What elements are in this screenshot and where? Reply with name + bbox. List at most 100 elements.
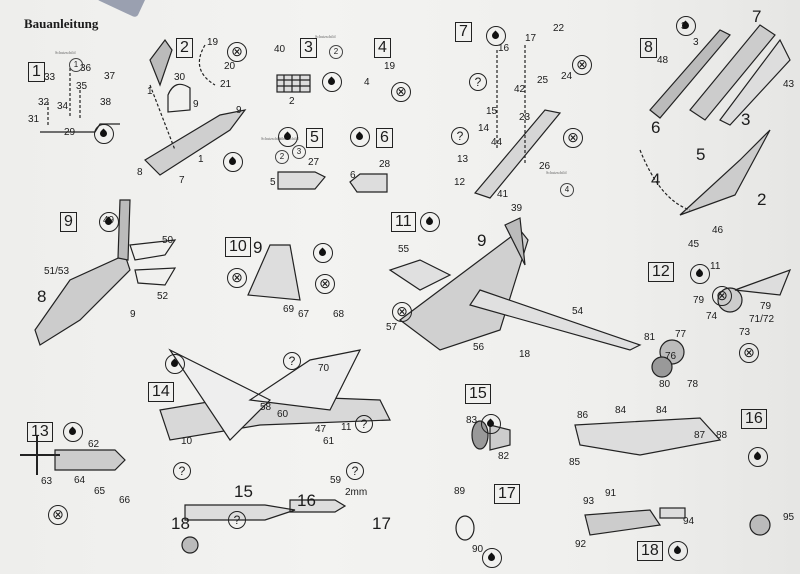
part-number: 39 bbox=[511, 203, 523, 214]
step-number-10: 10 bbox=[225, 237, 251, 257]
paint-drop-icon bbox=[99, 212, 119, 232]
question-icon: ? bbox=[346, 462, 364, 480]
part-number: 79 bbox=[693, 295, 705, 306]
part-number: 4 bbox=[651, 170, 661, 189]
no-glue-icon: ⊗ bbox=[315, 274, 335, 294]
part-number: 91 bbox=[605, 488, 617, 499]
paint-drop-icon bbox=[94, 124, 114, 144]
part-number: 9 bbox=[236, 105, 242, 116]
step-number-15: 15 bbox=[465, 384, 491, 404]
part-number: 21 bbox=[220, 79, 232, 90]
part-number: 23 bbox=[519, 112, 531, 123]
part-number: 58 bbox=[260, 402, 272, 413]
paint-drop-icon bbox=[63, 422, 83, 442]
part-number: 32 bbox=[38, 97, 50, 108]
part-number: 74 bbox=[706, 311, 718, 322]
part-number: 88 bbox=[716, 430, 728, 441]
part-number: 42 bbox=[514, 84, 526, 95]
shield-label: Schutzschild bbox=[261, 136, 282, 141]
step5-drawing bbox=[277, 171, 326, 190]
step18-drawing bbox=[584, 507, 771, 536]
part-number: 48 bbox=[657, 55, 669, 66]
part-number: 37 bbox=[104, 71, 116, 82]
part-number: 45 bbox=[688, 239, 700, 250]
no-glue-icon: ⊗ bbox=[563, 128, 583, 148]
part-number: 43 bbox=[783, 79, 795, 90]
part-number: 86 bbox=[577, 410, 589, 421]
shield-number: 4 bbox=[560, 183, 574, 197]
step-number-8: 8 bbox=[640, 38, 657, 58]
part-number: 80 bbox=[659, 379, 671, 390]
part-number: 14 bbox=[478, 123, 490, 134]
shield-label: Schutzschild bbox=[55, 50, 76, 55]
part-number: 9 bbox=[130, 309, 136, 320]
part-number: 7 bbox=[752, 7, 762, 26]
part-number: 70 bbox=[318, 363, 330, 374]
part-number: 54 bbox=[572, 306, 584, 317]
part-number: 13 bbox=[457, 154, 469, 165]
part-number: 3 bbox=[741, 110, 751, 129]
step-number-9: 9 bbox=[60, 212, 77, 232]
paint-drop-icon bbox=[313, 243, 333, 263]
step-number-3: 3 bbox=[300, 38, 317, 58]
part-number: 94 bbox=[683, 516, 695, 527]
part-number: 71/72 bbox=[749, 314, 775, 325]
part-number: 81 bbox=[644, 332, 656, 343]
part-number: 34 bbox=[57, 101, 69, 112]
question-icon: ? bbox=[469, 73, 487, 91]
part-number: 19 bbox=[384, 61, 396, 72]
step17-drawing bbox=[455, 515, 475, 541]
step-number-2: 2 bbox=[176, 38, 193, 58]
part-number: 7 bbox=[179, 175, 185, 186]
part-number: 11 bbox=[341, 422, 352, 433]
part-number: 77 bbox=[675, 329, 687, 340]
part-number: 83 bbox=[466, 415, 478, 426]
step-number-5: 5 bbox=[306, 128, 323, 148]
part-number: 16 bbox=[498, 43, 510, 54]
part-number: 3 bbox=[693, 37, 699, 48]
part-number: 76 bbox=[665, 351, 677, 362]
part-number: 84 bbox=[615, 405, 627, 416]
shield-number: 2 bbox=[275, 150, 289, 164]
part-number: 62 bbox=[88, 439, 100, 450]
part-number: 59 bbox=[330, 475, 342, 486]
paint-drop-icon bbox=[322, 72, 342, 92]
part-number: 50 bbox=[162, 235, 174, 246]
step-number-1: 1 bbox=[28, 62, 45, 82]
question-icon: ? bbox=[355, 415, 373, 433]
no-glue-icon: ⊗ bbox=[48, 505, 68, 525]
part-number: 68 bbox=[333, 309, 345, 320]
question-icon: ? bbox=[173, 462, 191, 480]
part-number: 10 bbox=[181, 436, 193, 447]
part-number: 2 bbox=[289, 96, 295, 107]
step10-drawing bbox=[247, 244, 301, 301]
step9-drawing bbox=[34, 199, 177, 346]
part-number: 8 bbox=[137, 167, 143, 178]
part-number: 11 bbox=[710, 261, 721, 272]
part-number: 55 bbox=[398, 244, 410, 255]
part-number: 25 bbox=[537, 75, 549, 86]
part-number: 60 bbox=[277, 409, 289, 420]
part-number: 52 bbox=[157, 291, 169, 302]
part-number: 95 bbox=[783, 512, 795, 523]
part-number: 18 bbox=[171, 514, 190, 533]
paint-drop-icon bbox=[486, 26, 506, 46]
part-number: 67 bbox=[298, 309, 310, 320]
step14-drawing bbox=[159, 348, 391, 554]
dimension-note: 2mm bbox=[345, 487, 368, 498]
part-number: 36 bbox=[80, 63, 92, 74]
step8-drawing bbox=[639, 24, 791, 216]
part-number: 1 bbox=[147, 86, 153, 97]
part-number: 63 bbox=[41, 476, 53, 487]
step2-drawing bbox=[144, 38, 247, 176]
part-number: 18 bbox=[519, 349, 531, 360]
shield-label: Schutzschild bbox=[315, 34, 336, 39]
no-glue-icon: ⊗ bbox=[392, 302, 412, 322]
part-number: 38 bbox=[100, 97, 112, 108]
part-number: 17 bbox=[372, 514, 391, 533]
part-number: 6 bbox=[350, 170, 356, 181]
part-number: 40 bbox=[274, 44, 286, 55]
paint-drop-icon bbox=[165, 354, 185, 374]
step3-drawing bbox=[276, 74, 311, 93]
